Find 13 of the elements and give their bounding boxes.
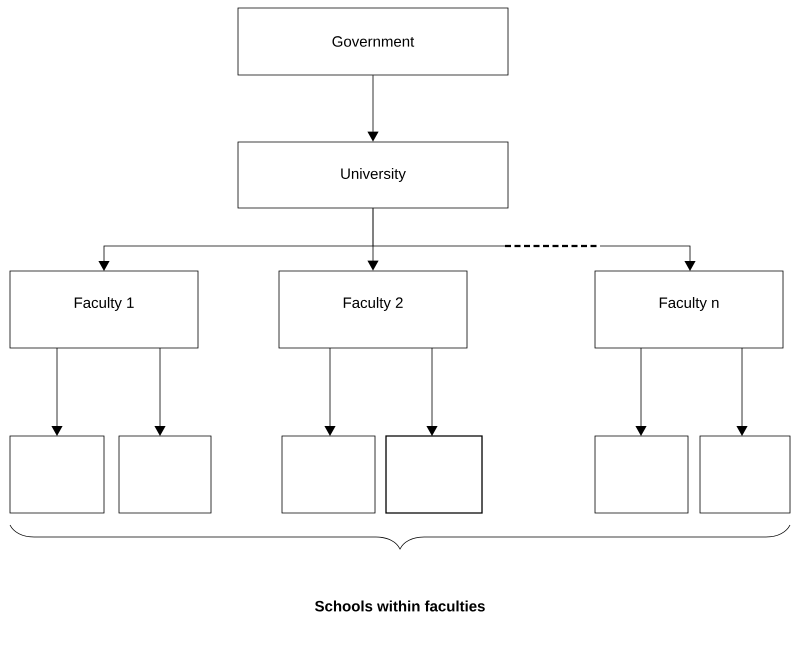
school-box: [385, 435, 483, 514]
org-box: Faculty n: [594, 270, 784, 348]
school-box: [118, 436, 212, 514]
org-box: University: [238, 142, 508, 208]
school-box: [10, 436, 104, 514]
org-box: Government: [238, 8, 508, 76]
arrow: [372, 208, 696, 271]
brace-label: Schools within faculties: [315, 600, 485, 612]
school-box: [594, 436, 688, 514]
org-box: Faculty 1: [10, 270, 198, 348]
school-box: [282, 436, 376, 514]
org-box: Faculty 2: [278, 270, 468, 348]
school-box: [700, 436, 790, 514]
